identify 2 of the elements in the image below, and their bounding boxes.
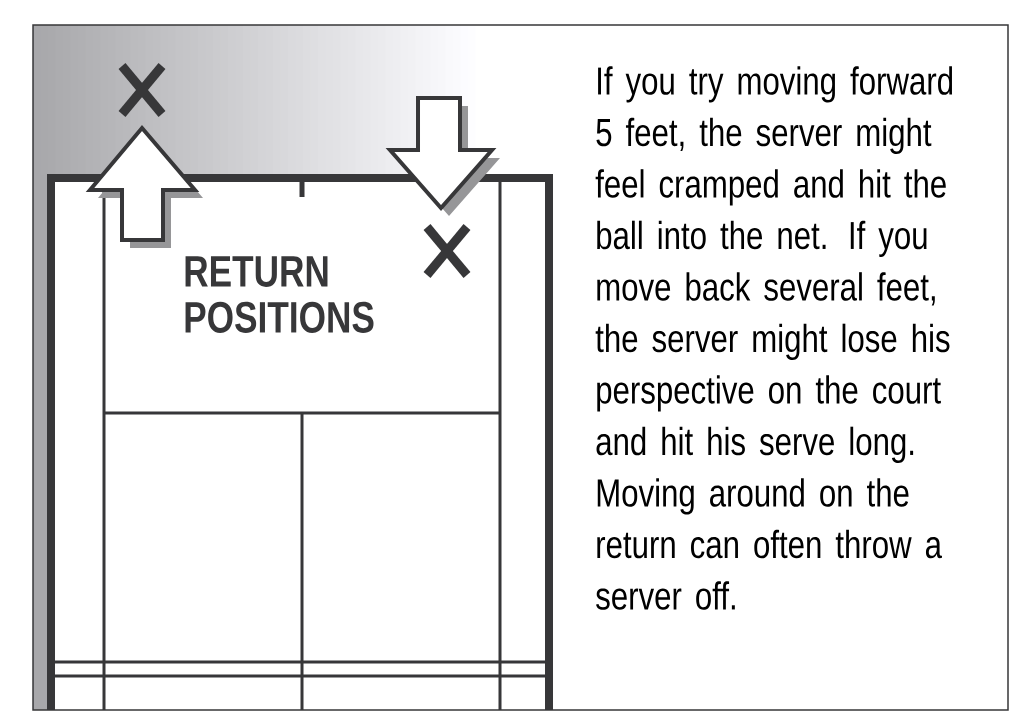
court-label: RETURN POSITIONS bbox=[185, 256, 374, 333]
description-paragraph: If you try moving forward 5 feet, the server might feel cramped and hit the ball into the net. If you move back several feet, the server might lose his perspective on the court and hit his serve long. Moving around on the return can often throw a server off. bbox=[595, 66, 953, 610]
